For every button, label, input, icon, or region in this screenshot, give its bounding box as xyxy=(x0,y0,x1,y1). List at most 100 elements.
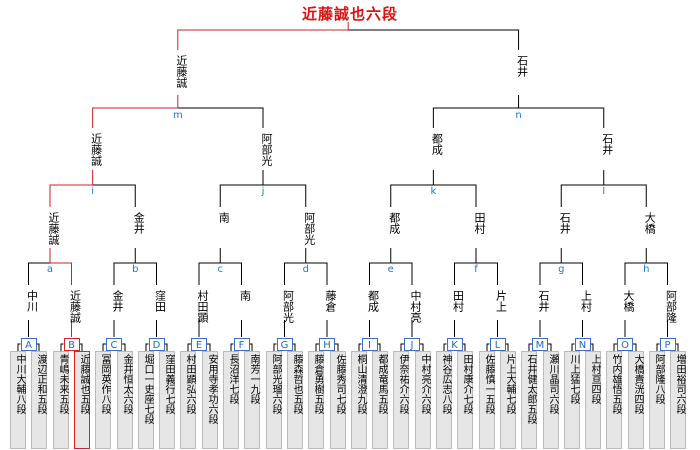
round2-bottom-g: 上村 xyxy=(579,290,593,312)
round2-top-b: 金井 xyxy=(111,290,124,312)
block-J-right-line xyxy=(420,343,424,351)
player-name: 都成竜馬五段 xyxy=(376,354,387,414)
player-name: 上村亘四段 xyxy=(589,354,600,404)
player-name: 佐藤慎一五段 xyxy=(483,354,494,414)
player-name: 長沼洋七段 xyxy=(227,354,238,404)
player-box: 川上猛七段 xyxy=(564,351,580,449)
player-name: 堀口一史座七段 xyxy=(142,354,153,424)
round2-label-e: e xyxy=(387,264,394,275)
round2-bottom-f: 片上 xyxy=(494,290,508,312)
block-I-right-line xyxy=(377,343,381,351)
player-box: 堀口一史座七段 xyxy=(138,351,154,449)
player-name: 増田裕司六段 xyxy=(674,354,685,414)
player-box: 瀬川晶司六段 xyxy=(543,351,559,449)
block-L-left-line xyxy=(486,343,490,351)
round2-top-c: 村田顕 xyxy=(196,290,209,323)
quarter-label-j: j xyxy=(261,186,265,197)
semi-top-n: 都成 xyxy=(430,133,444,155)
player-box: 田村康介七段 xyxy=(457,351,473,449)
block-K-left-line xyxy=(443,343,447,351)
block-label-N: N xyxy=(574,338,591,351)
block-H-right-line xyxy=(335,343,339,351)
semi-n-left-line xyxy=(432,107,519,128)
block-D-right-line xyxy=(164,343,168,351)
semi-label-m: m xyxy=(172,110,183,121)
block-B-left-line xyxy=(60,343,64,351)
player-box: 中川大輔八段 xyxy=(10,351,26,449)
round2-top-g: 石井 xyxy=(537,290,550,312)
round2-top-e: 都成 xyxy=(366,290,380,312)
player-box: 竹内雄悟五段 xyxy=(606,351,622,449)
block-O-left-line xyxy=(613,343,617,351)
block-label-B: B xyxy=(63,338,80,351)
player-name: 神谷広志八段 xyxy=(440,354,451,414)
block-label-O: O xyxy=(617,338,633,351)
player-box: 都成竜馬五段 xyxy=(372,351,388,449)
player-name: 安用寺孝功六段 xyxy=(206,354,217,424)
player-box: 伊奈祐介六段 xyxy=(393,351,409,449)
block-label-I: I xyxy=(361,338,378,351)
quarter-label-i: i xyxy=(91,186,95,197)
player-name: 近藤誠也五段 xyxy=(78,354,89,414)
player-box: 阿部隆八段 xyxy=(649,351,665,449)
player-name: 村田顕弘六段 xyxy=(184,354,195,414)
quarter-top-k: 都成 xyxy=(387,212,401,234)
block-label-A: A xyxy=(20,338,37,351)
round2-d-right-line xyxy=(305,262,328,285)
player-name: 石井健太郎五段 xyxy=(525,354,536,424)
round2-label-h: h xyxy=(643,264,650,275)
semi-n-right-line xyxy=(518,107,605,128)
player-box: 南芳一九段 xyxy=(244,351,260,449)
round2-d-left-line xyxy=(284,262,306,285)
block-label-P: P xyxy=(659,338,676,351)
player-box: 窪田義行七段 xyxy=(159,351,175,449)
block-G-right-line xyxy=(292,343,296,351)
player-name: 青嶋未来五段 xyxy=(57,354,68,414)
player-box: 阿部光瑠六段 xyxy=(266,351,282,449)
block-label-G: G xyxy=(276,338,293,351)
block-A-right-line xyxy=(36,343,40,351)
round2-h-right-line xyxy=(646,262,668,285)
semi-m-right-line xyxy=(177,107,264,128)
player-name: 渡辺正和五段 xyxy=(35,354,46,414)
player-box: 佐藤慎一五段 xyxy=(479,351,495,449)
round2-label-c: c xyxy=(217,264,224,275)
player-name: 窪田義行七段 xyxy=(163,354,174,414)
round2-h-left-line xyxy=(624,262,647,285)
quarter-l-right-line xyxy=(603,184,647,207)
player-box: 近藤誠也五段 xyxy=(74,351,90,449)
final-top: 近藤誠 xyxy=(174,55,188,88)
round2-label-g: g xyxy=(558,264,565,275)
player-name: 中川大輔八段 xyxy=(14,354,25,414)
player-box: 片上大輔七段 xyxy=(500,351,516,449)
block-label-J: J xyxy=(404,338,420,351)
round2-bottom-h: 阿部隆 xyxy=(664,290,678,323)
round2-e-right-line xyxy=(390,262,413,285)
player-box: 渡辺正和五段 xyxy=(31,351,47,449)
semi-bottom-n: 石井 xyxy=(600,133,614,155)
block-P-right-line xyxy=(675,343,679,351)
player-name: 阿部光瑠六段 xyxy=(270,354,281,414)
player-name: 南芳一九段 xyxy=(248,354,259,404)
player-box: 藤倉勇樹五段 xyxy=(308,351,324,449)
player-name: 金井恒太六段 xyxy=(121,354,132,414)
round2-bottom-a: 近藤誠 xyxy=(68,290,82,323)
round2-top-f: 田村 xyxy=(451,290,465,312)
player-box: 上村亘四段 xyxy=(585,351,601,449)
round2-c-left-line xyxy=(198,262,221,285)
block-A-left-line xyxy=(17,343,21,351)
round2-e-left-line xyxy=(369,262,391,285)
player-name: 竹内雄悟五段 xyxy=(610,354,621,414)
block-O-right-line xyxy=(633,343,637,351)
player-box: 冨岡英作八段 xyxy=(95,351,111,449)
block-label-F: F xyxy=(233,338,250,351)
block-label-K: K xyxy=(446,338,463,351)
quarter-bottom-k: 田村 xyxy=(473,212,486,234)
quarter-bottom-j: 阿部光 xyxy=(302,212,316,245)
player-box: 神谷広志八段 xyxy=(436,351,452,449)
round2-top-a: 中川 xyxy=(25,290,39,312)
block-N-left-line xyxy=(571,343,575,351)
semi-label-n: n xyxy=(515,110,522,121)
block-J-left-line xyxy=(400,343,404,351)
